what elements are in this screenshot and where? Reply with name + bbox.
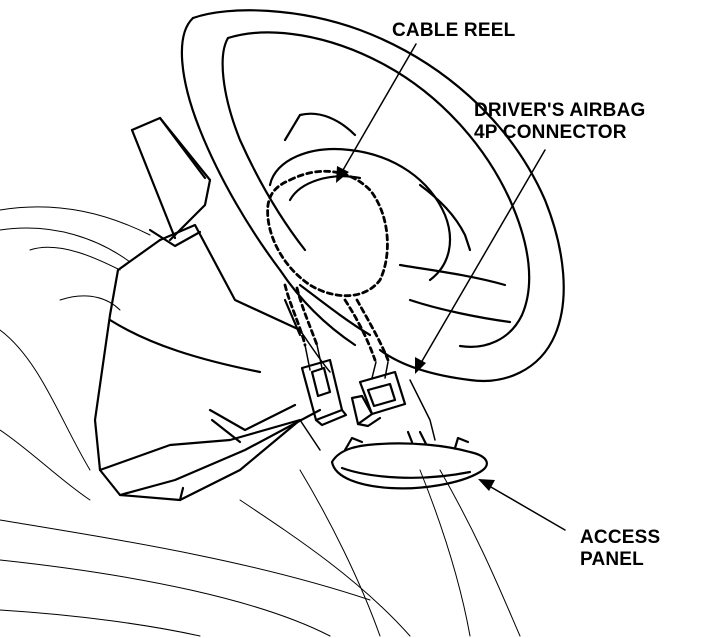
access-panel xyxy=(330,430,488,490)
cable-reel-hidden-outline xyxy=(266,169,389,298)
cable-reel-connector xyxy=(300,358,348,427)
airbag-connector-label-line1: DRIVER'S AIRBAG xyxy=(474,100,646,121)
hidden-harness xyxy=(283,283,390,362)
airbag-4p-connector xyxy=(350,370,407,428)
column-cover xyxy=(93,223,322,502)
cable-reel-label: CABLE REEL xyxy=(392,20,516,41)
dashboard-lines xyxy=(0,206,521,637)
callout-lines xyxy=(338,43,566,531)
callout-arrowheads xyxy=(336,166,495,491)
wiper-switch-stalk xyxy=(130,116,212,248)
access-panel-label-line2: PANEL xyxy=(580,549,644,570)
steering-wheel xyxy=(180,9,565,382)
wire-harness xyxy=(304,344,389,379)
access-panel-label-line1: ACCESS xyxy=(580,527,661,548)
airbag-connector-label-line2: 4P CONNECTOR xyxy=(474,122,627,143)
lower-trim xyxy=(299,329,436,451)
